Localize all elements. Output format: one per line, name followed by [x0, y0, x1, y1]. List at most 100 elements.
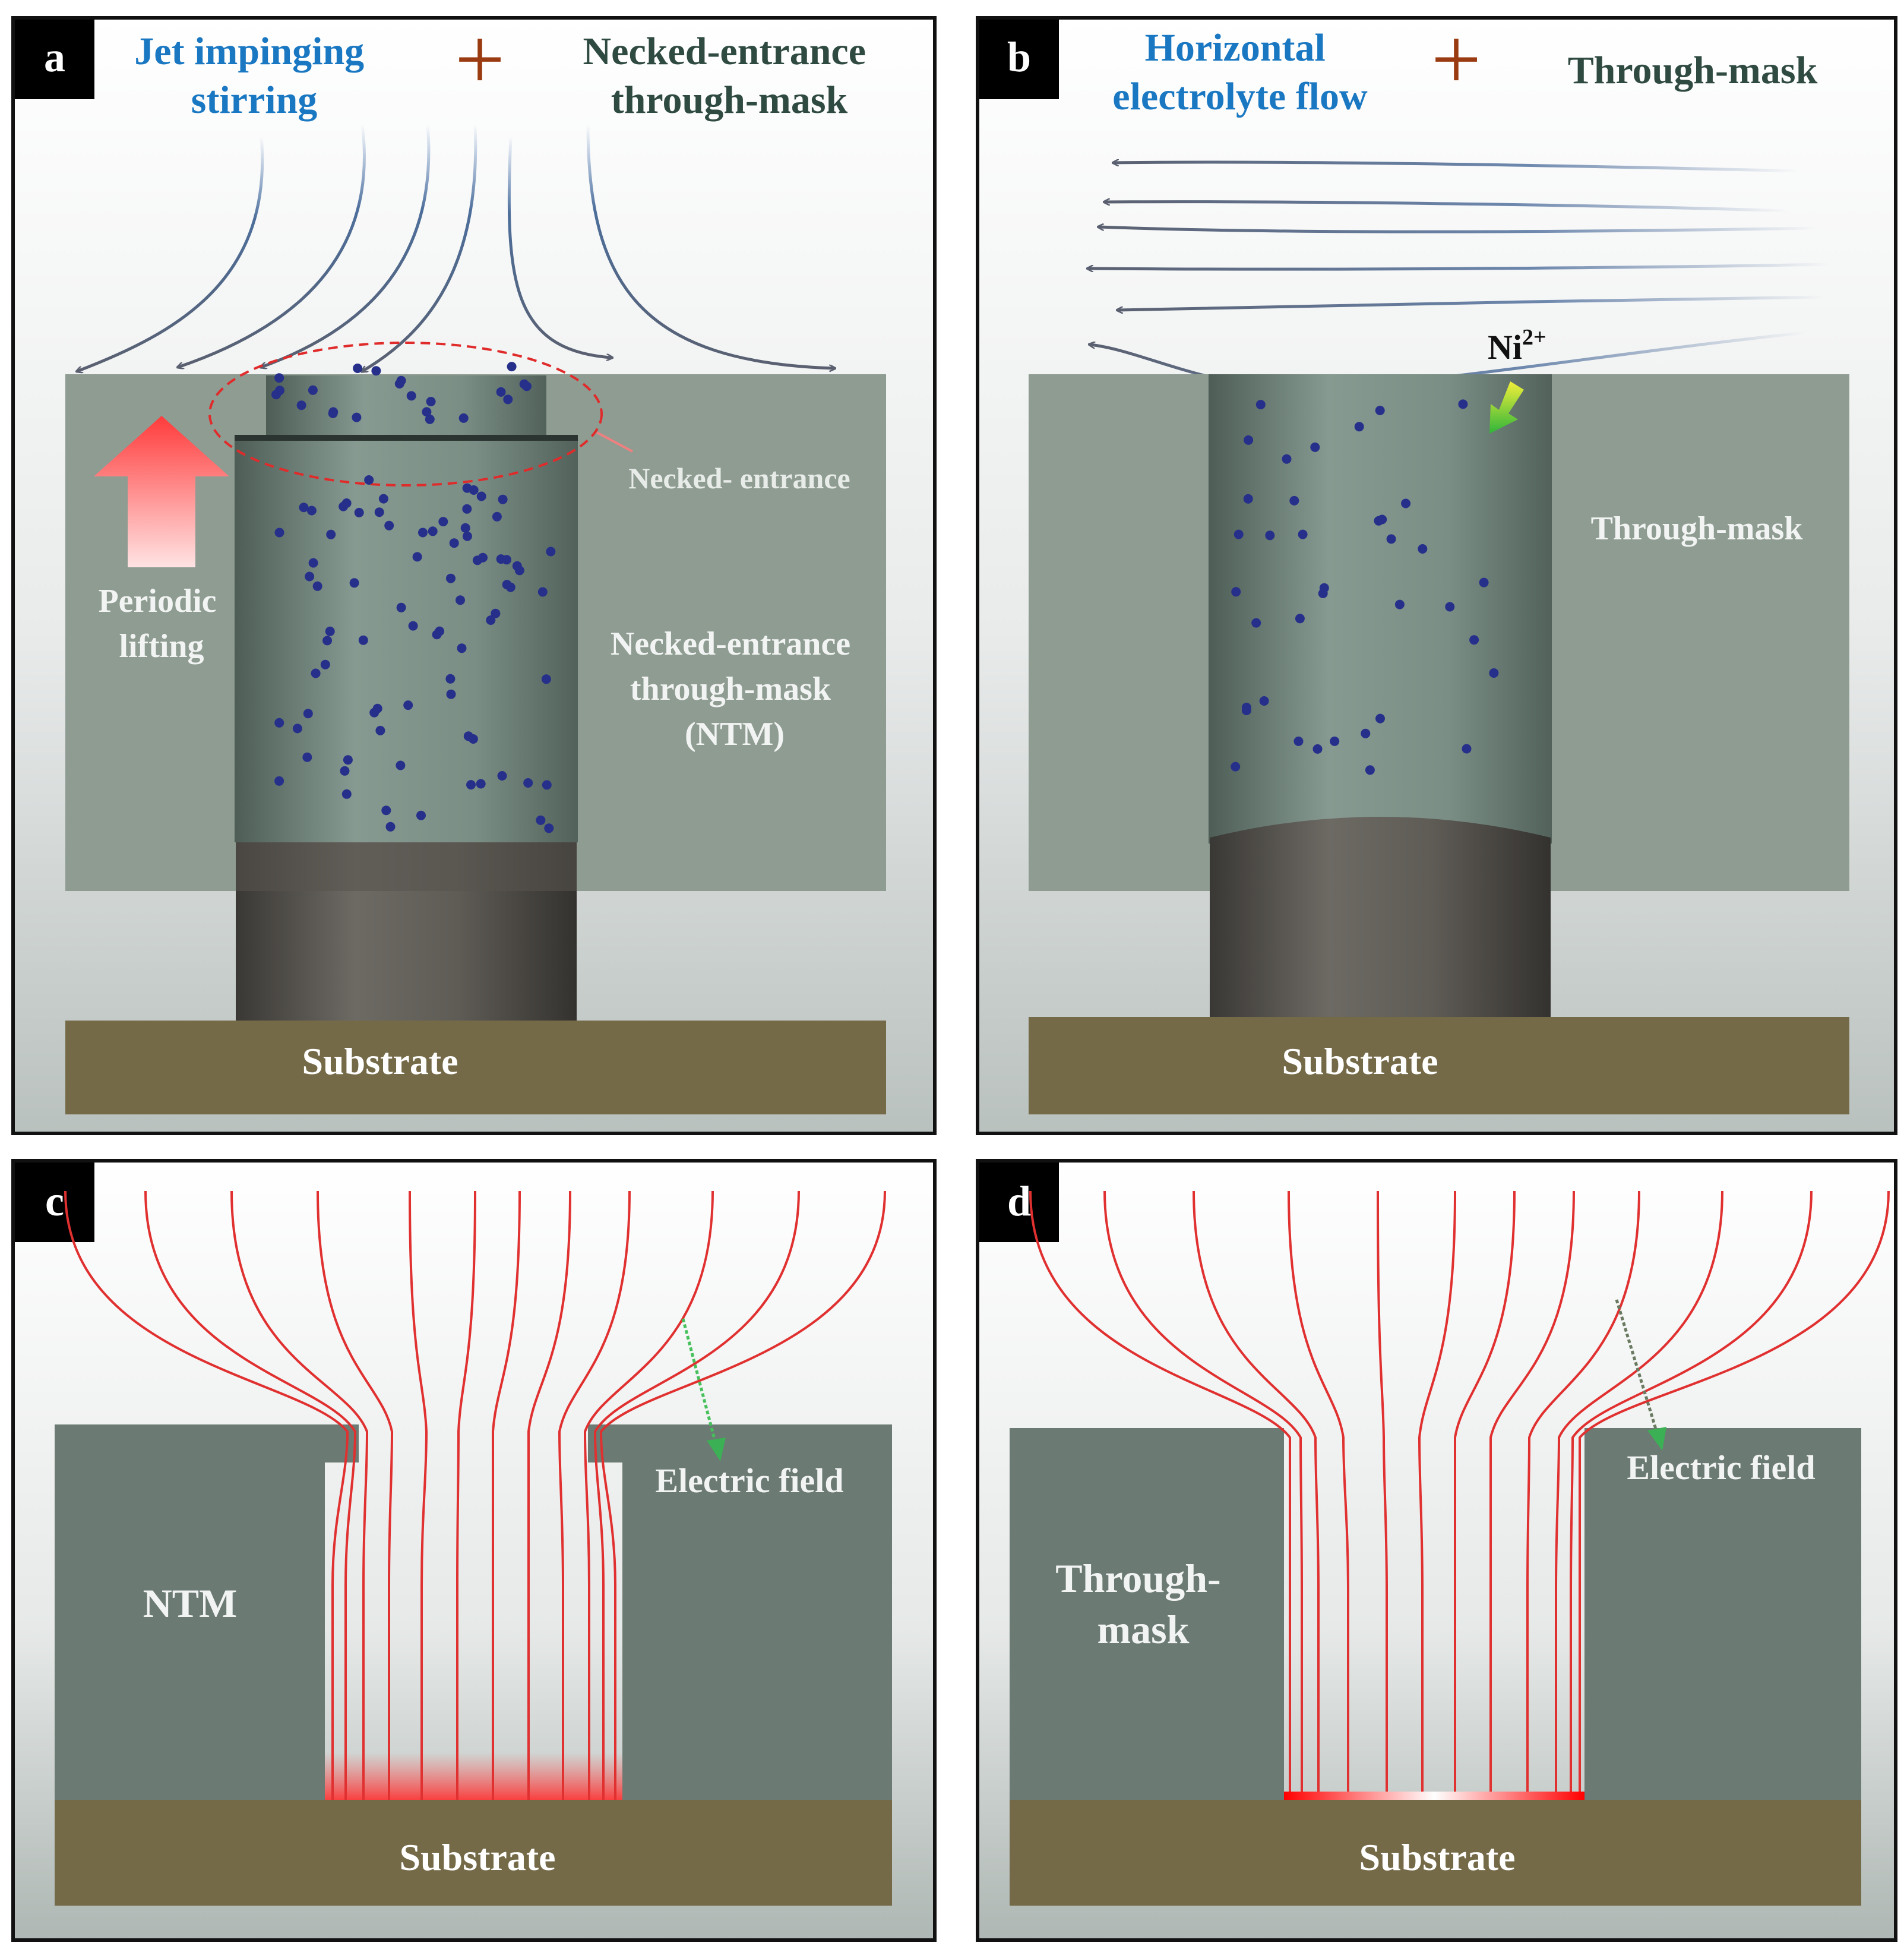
- electric-field-line: [64, 1190, 349, 1800]
- panel-b-letter-box: [979, 20, 1059, 99]
- flow-line: [1099, 227, 1818, 233]
- ni-particle: [274, 373, 284, 383]
- ni-particle: [546, 547, 556, 557]
- ni-particle: [458, 413, 469, 423]
- ni-particle: [308, 385, 318, 395]
- ni-particle: [503, 394, 513, 405]
- ni-ion-arrow: [1489, 381, 1524, 434]
- flow-line: [1114, 162, 1800, 173]
- ni-particle: [446, 573, 456, 583]
- ni-particle: [462, 504, 472, 514]
- ni-particle: [462, 483, 472, 493]
- ni-particle: [446, 689, 456, 699]
- ni-particle: [514, 566, 524, 576]
- ni-particle: [341, 789, 352, 799]
- panel-b-title-left-1: Horizontal: [1145, 26, 1326, 70]
- electric-field-line: [1555, 1190, 1723, 1800]
- ni-particle: [1244, 435, 1254, 445]
- ni-particle: [492, 511, 502, 522]
- ni-particle: [303, 709, 313, 719]
- electric-field-line: [1103, 1190, 1303, 1800]
- ni-particles-b: [1231, 399, 1499, 775]
- ni-particle: [1469, 635, 1479, 645]
- ni-particle: [449, 538, 459, 548]
- through-mask-label-d: Through- mask: [1055, 1556, 1231, 1652]
- necked-entrance-label: Necked- entrance: [628, 462, 850, 495]
- ni-particle: [1418, 544, 1428, 554]
- ni-particle: [491, 608, 501, 618]
- ni-particle: [274, 776, 284, 786]
- panel-a-letter: a: [44, 33, 65, 81]
- ni-particle: [299, 503, 309, 513]
- ni-particle: [542, 780, 552, 790]
- ni-particle: [1289, 495, 1299, 506]
- panel-d-letter-box: [979, 1163, 1059, 1242]
- panel-a-title-left-1: Jet impinging: [134, 30, 364, 73]
- ni-particle: [1231, 762, 1241, 772]
- ni-particle: [396, 602, 406, 612]
- substrate-d-label: Substrate: [1359, 1836, 1515, 1878]
- ni-particle: [1265, 530, 1275, 541]
- ni-particle: [438, 517, 448, 527]
- through-mask-d-right: [1584, 1428, 1861, 1800]
- ni-particle: [364, 475, 374, 485]
- electric-field-line: [1377, 1190, 1388, 1800]
- panel-c-letter: c: [45, 1177, 64, 1225]
- ni-particle: [325, 626, 335, 636]
- ni-particle: [541, 674, 551, 684]
- ni-particle: [1479, 577, 1489, 587]
- ni-particle: [384, 520, 394, 530]
- ni-particle: [1386, 534, 1396, 544]
- ni-particle: [311, 668, 321, 678]
- ni-particle: [1241, 702, 1251, 712]
- substrate-a-label: Substrate: [302, 1040, 458, 1082]
- ni-particle: [472, 555, 482, 566]
- ni-particle: [1458, 399, 1468, 409]
- field-arrow-d: [1615, 1299, 1659, 1433]
- ni-ion-symbol: Ni: [1488, 328, 1522, 367]
- ntm-label-2: through-mask: [630, 671, 831, 707]
- panel-c-letter-box: [15, 1163, 94, 1242]
- panel-a-letter-box: [15, 20, 94, 99]
- ni-particle: [1295, 614, 1305, 624]
- ni-particle: [428, 526, 438, 536]
- ni-particle: [1377, 514, 1387, 525]
- ni-particle: [1361, 728, 1371, 738]
- through-mask-label-d-2: mask: [1098, 1607, 1190, 1652]
- panel-a-title-left-2: stirring: [191, 78, 318, 122]
- panel-a-title-left: Jet impinging stirring: [134, 30, 374, 122]
- periodic-lifting-label-1: Periodic: [98, 583, 216, 620]
- panel-b-title-right: Through-mask: [1568, 49, 1818, 92]
- ni-particle: [341, 498, 352, 508]
- jet-flow-line: [507, 136, 612, 358]
- ni-particle: [302, 752, 312, 762]
- electric-field-line: [491, 1190, 521, 1800]
- ni-particle: [496, 387, 506, 397]
- ni-particle: [353, 364, 363, 373]
- ntm-cylinder: [235, 435, 578, 842]
- ni-particle: [1255, 400, 1266, 410]
- ni-particle: [536, 815, 546, 825]
- ni-particle: [456, 595, 465, 605]
- electric-field-line: [1453, 1190, 1516, 1800]
- through-mask-label-b: Through-mask: [1591, 510, 1804, 547]
- ni-particle: [396, 375, 406, 386]
- substrate-c: [55, 1800, 892, 1906]
- flow-line: [1105, 202, 1788, 213]
- ni-particle: [274, 527, 284, 538]
- substrate-c-label: Substrate: [399, 1836, 555, 1878]
- jet-flow-line: [362, 124, 477, 371]
- panel-b-title-left: Horizontal electrolyte flow: [1112, 26, 1368, 118]
- ni-particle: [1312, 744, 1323, 754]
- ni-particle: [523, 778, 533, 788]
- ni-particle: [1318, 589, 1328, 598]
- ni-particle: [352, 412, 362, 422]
- flow-line: [1088, 263, 1830, 269]
- field-arrow-c: [681, 1318, 717, 1444]
- field-arrowhead-d: [1647, 1427, 1666, 1451]
- ni-particle: [1365, 765, 1375, 775]
- electric-field-line: [230, 1190, 369, 1800]
- ni-particle: [1330, 736, 1340, 746]
- ni-particle: [422, 407, 432, 417]
- electric-field-line: [1526, 1190, 1640, 1800]
